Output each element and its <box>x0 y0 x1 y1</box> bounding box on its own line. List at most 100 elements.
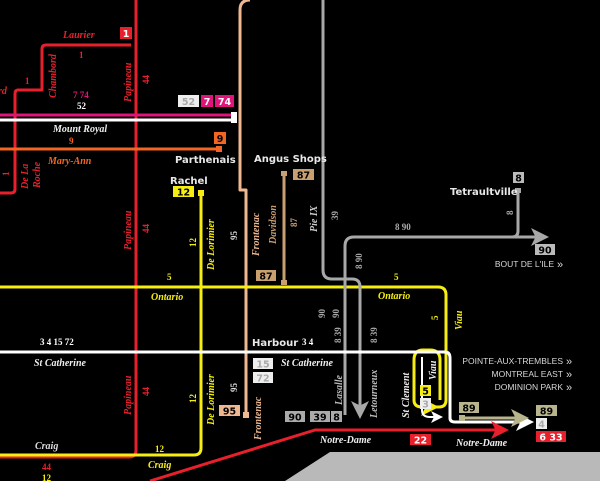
street-rd-cut: rd <box>0 86 8 97</box>
street-ontario-left: Ontario <box>151 292 183 303</box>
route-box-background <box>120 27 132 39</box>
label-tetraultville-8: 8 <box>505 210 515 215</box>
street-viau-low: Viau <box>428 360 439 380</box>
street-frontenac-low: Frontenac <box>253 396 264 441</box>
street-st-clement: St Clement <box>401 371 412 418</box>
label-mary-ann-9: 9 <box>69 136 74 146</box>
street-frontenac-top: Frontenac <box>251 212 262 257</box>
route-box-7: 7 <box>204 97 211 108</box>
label-left-1b: 1 <box>1 171 11 176</box>
route-box-background <box>253 372 273 383</box>
route-box-background <box>178 95 199 107</box>
street-mount-royal: Mount Royal <box>52 124 107 135</box>
route-box-background <box>293 169 314 180</box>
street-davidson: Davidson <box>268 205 279 245</box>
route-box-background <box>420 385 431 396</box>
route-box-background <box>256 270 276 281</box>
label-frontenac-95-top: 95 <box>229 231 239 241</box>
label-lasalle-8-39: 8 39 <box>333 327 343 343</box>
label-laurier-1: 1 <box>79 50 84 60</box>
dest-dominion-park: DOMINION PARK <box>495 382 564 392</box>
route-box-8-low: 8 <box>333 413 340 424</box>
label-letourneux-90: 90 <box>317 309 327 319</box>
double-chevron-right-icon: » <box>566 382 572 394</box>
label-craig-12-bottom: 12 <box>42 473 52 481</box>
route-box-1: 1 <box>123 29 130 40</box>
terminus-rachel <box>198 190 204 196</box>
label-lasalle-90: 90 <box>331 309 341 319</box>
route-box-background <box>214 132 226 144</box>
route-box-background <box>285 411 305 422</box>
street-mary-ann: Mary-Ann <box>47 156 92 167</box>
route-box-87-low: 87 <box>259 272 272 283</box>
route-box-22: 22 <box>414 436 427 447</box>
terminus-mount-royal <box>231 112 237 123</box>
route-boxes: 1 52 7 74 9 12 87 87 8 90 15 72 95 90 39… <box>120 27 566 447</box>
route-box-background <box>536 405 557 416</box>
route-box-15: 15 <box>256 360 269 371</box>
route-box-52: 52 <box>182 97 195 108</box>
route-box-background <box>331 411 342 422</box>
route-1-laurier-line <box>0 43 131 195</box>
street-lasalle: Lasalle <box>334 374 345 406</box>
label-viau-5: 5 <box>430 315 440 320</box>
label-papineau-44-bottom: 44 <box>42 462 52 472</box>
route-box-95: 95 <box>223 407 236 418</box>
place-labels: Parthenais Rachel Angus Shops Tetraultvi… <box>170 154 518 349</box>
label-delorimier-12-low: 12 <box>188 394 198 404</box>
label-stcath-right: 3 4 <box>302 337 314 347</box>
label-pie-ix-39: 39 <box>330 211 340 221</box>
route-box-90-low: 90 <box>288 413 302 424</box>
double-chevron-right-icon: » <box>557 259 563 271</box>
terminus-89 <box>459 415 465 421</box>
street-notre-dame-left: Notre-Dame <box>319 435 372 446</box>
street-papineau-mid: Papineau <box>123 210 134 250</box>
route-box-39: 39 <box>313 413 326 424</box>
label-letourneux-8-39: 8 39 <box>369 327 379 343</box>
route-box-72: 72 <box>256 374 269 385</box>
route-box-9: 9 <box>217 134 224 145</box>
street-letourneux: Letourneux <box>369 370 380 419</box>
label-mr-52: 52 <box>77 101 87 111</box>
terminus-frontenac <box>243 412 249 418</box>
route-box-4: 4 <box>538 420 545 431</box>
place-harbour: Harbour <box>252 338 298 349</box>
route-number-labels: 1 1 1 44 44 44 44 7 74 52 9 12 12 12 12 … <box>1 50 515 481</box>
route-95-frontenac-line <box>238 0 251 415</box>
route-box-background <box>310 411 330 422</box>
street-de-lorimier-low: De Lorimier <box>206 374 217 426</box>
label-ontario-5-right: 5 <box>394 272 399 282</box>
place-angus-shops: Angus Shops <box>254 154 327 165</box>
dest-montreal-east: MONTREAL EAST <box>492 369 563 379</box>
label-mr-7-74: 7 74 <box>73 90 89 100</box>
route-box-background <box>420 398 431 409</box>
route-box-8: 8 <box>515 174 522 185</box>
street-craig-left: Craig <box>35 441 58 452</box>
route-3-4-st-catherine-line <box>0 350 534 431</box>
street-roche: Roche <box>32 161 43 189</box>
street-ontario-right: Ontario <box>378 291 410 302</box>
land-area <box>285 452 600 481</box>
route-5-ontario-line <box>0 285 448 409</box>
route-lines <box>0 0 549 481</box>
street-st-catherine-left: St Catherine <box>34 358 87 369</box>
terminus-angus-shops <box>281 171 287 176</box>
terminus-davidson <box>281 280 287 285</box>
route-box-background <box>215 95 234 107</box>
route-box-90: 90 <box>538 246 552 257</box>
label-craig-12: 12 <box>155 444 165 454</box>
route-box-87-top: 87 <box>297 171 310 182</box>
label-grey-8-90-vert: 8 90 <box>354 253 364 269</box>
route-box-89-mid: 89 <box>462 404 475 415</box>
route-8-tetraultville-line <box>511 191 520 239</box>
route-box-background <box>513 172 524 183</box>
label-davidson-87: 87 <box>289 218 299 228</box>
dest-pointe-aux-trembles: POINTE-AUX-TREMBLES <box>462 356 563 366</box>
route-3-4-loop <box>421 357 443 423</box>
street-de-la: De La <box>20 164 31 190</box>
route-box-12: 12 <box>177 188 190 199</box>
street-de-lorimier-top: De Lorimier <box>206 219 217 271</box>
street-pie-ix: Pie IX <box>309 205 320 232</box>
label-papineau-44-low: 44 <box>141 387 151 397</box>
